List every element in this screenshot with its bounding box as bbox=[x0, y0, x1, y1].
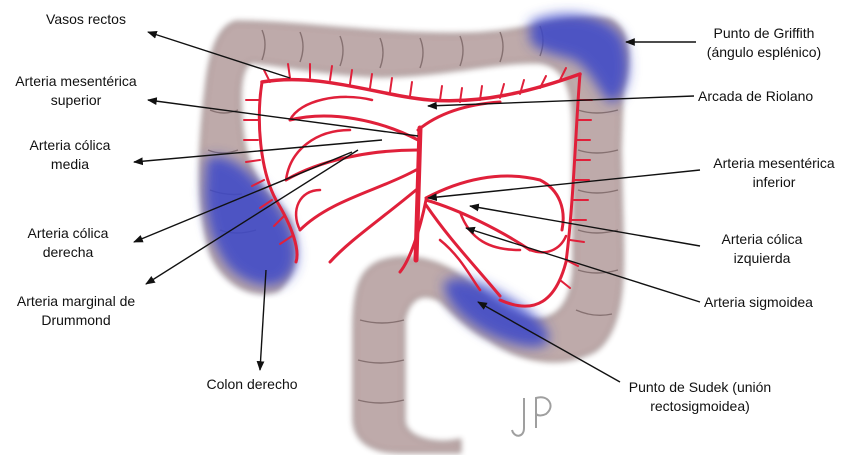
label-mesenterica-superior-line2: superior bbox=[15, 91, 136, 110]
label-mesenterica-superior-line1: Arteria mesentérica bbox=[15, 72, 136, 91]
label-colica-derecha: Arteria cólica derecha bbox=[28, 224, 109, 262]
signature bbox=[512, 397, 551, 436]
label-vasos-rectos: Vasos rectos bbox=[46, 10, 126, 29]
label-colica-izquierda-line1: Arteria cólica bbox=[722, 230, 803, 249]
leader-mesenterica-inferior bbox=[428, 170, 700, 198]
label-colica-derecha-line2: derecha bbox=[28, 243, 109, 262]
label-arcada-riolano-line1: Arcada de Riolano bbox=[698, 87, 813, 106]
label-punto-griffith-line2: (ángulo esplénico) bbox=[707, 43, 821, 62]
label-marginal-drummond: Arteria marginal de Drummond bbox=[17, 292, 135, 330]
label-mesenterica-inferior-line2: inferior bbox=[713, 173, 834, 192]
label-sigmoidea: Arteria sigmoidea bbox=[704, 293, 813, 312]
leader-mesenterica-superior bbox=[148, 100, 418, 136]
label-colica-media-line1: Arteria cólica bbox=[30, 136, 111, 155]
label-colica-derecha-line1: Arteria cólica bbox=[28, 224, 109, 243]
label-arcada-riolano: Arcada de Riolano bbox=[698, 87, 813, 106]
label-mesenterica-inferior: Arteria mesentérica inferior bbox=[713, 154, 834, 192]
label-sigmoidea-line1: Arteria sigmoidea bbox=[704, 293, 813, 312]
label-colon-derecho: Colon derecho bbox=[206, 375, 297, 394]
label-colica-media-line2: media bbox=[30, 155, 111, 174]
label-punto-sudek-line2: rectosigmoidea) bbox=[629, 397, 771, 416]
label-punto-sudek: Punto de Sudek (unión rectosigmoidea) bbox=[629, 378, 771, 416]
label-colica-media: Arteria cólica media bbox=[30, 136, 111, 174]
label-colon-derecho-line1: Colon derecho bbox=[206, 375, 297, 394]
label-punto-sudek-line1: Punto de Sudek (unión bbox=[629, 378, 771, 397]
label-punto-griffith-line1: Punto de Griffith bbox=[707, 24, 821, 43]
label-colica-izquierda-line2: izquierda bbox=[722, 249, 803, 268]
label-vasos-rectos-line1: Vasos rectos bbox=[46, 10, 126, 29]
label-marginal-drummond-line1: Arteria marginal de bbox=[17, 292, 135, 311]
label-mesenterica-superior: Arteria mesentérica superior bbox=[15, 72, 136, 110]
label-mesenterica-inferior-line1: Arteria mesentérica bbox=[713, 154, 834, 173]
label-colica-izquierda: Arteria cólica izquierda bbox=[722, 230, 803, 268]
label-punto-griffith: Punto de Griffith (ángulo esplénico) bbox=[707, 24, 821, 62]
label-marginal-drummond-line2: Drummond bbox=[17, 311, 135, 330]
